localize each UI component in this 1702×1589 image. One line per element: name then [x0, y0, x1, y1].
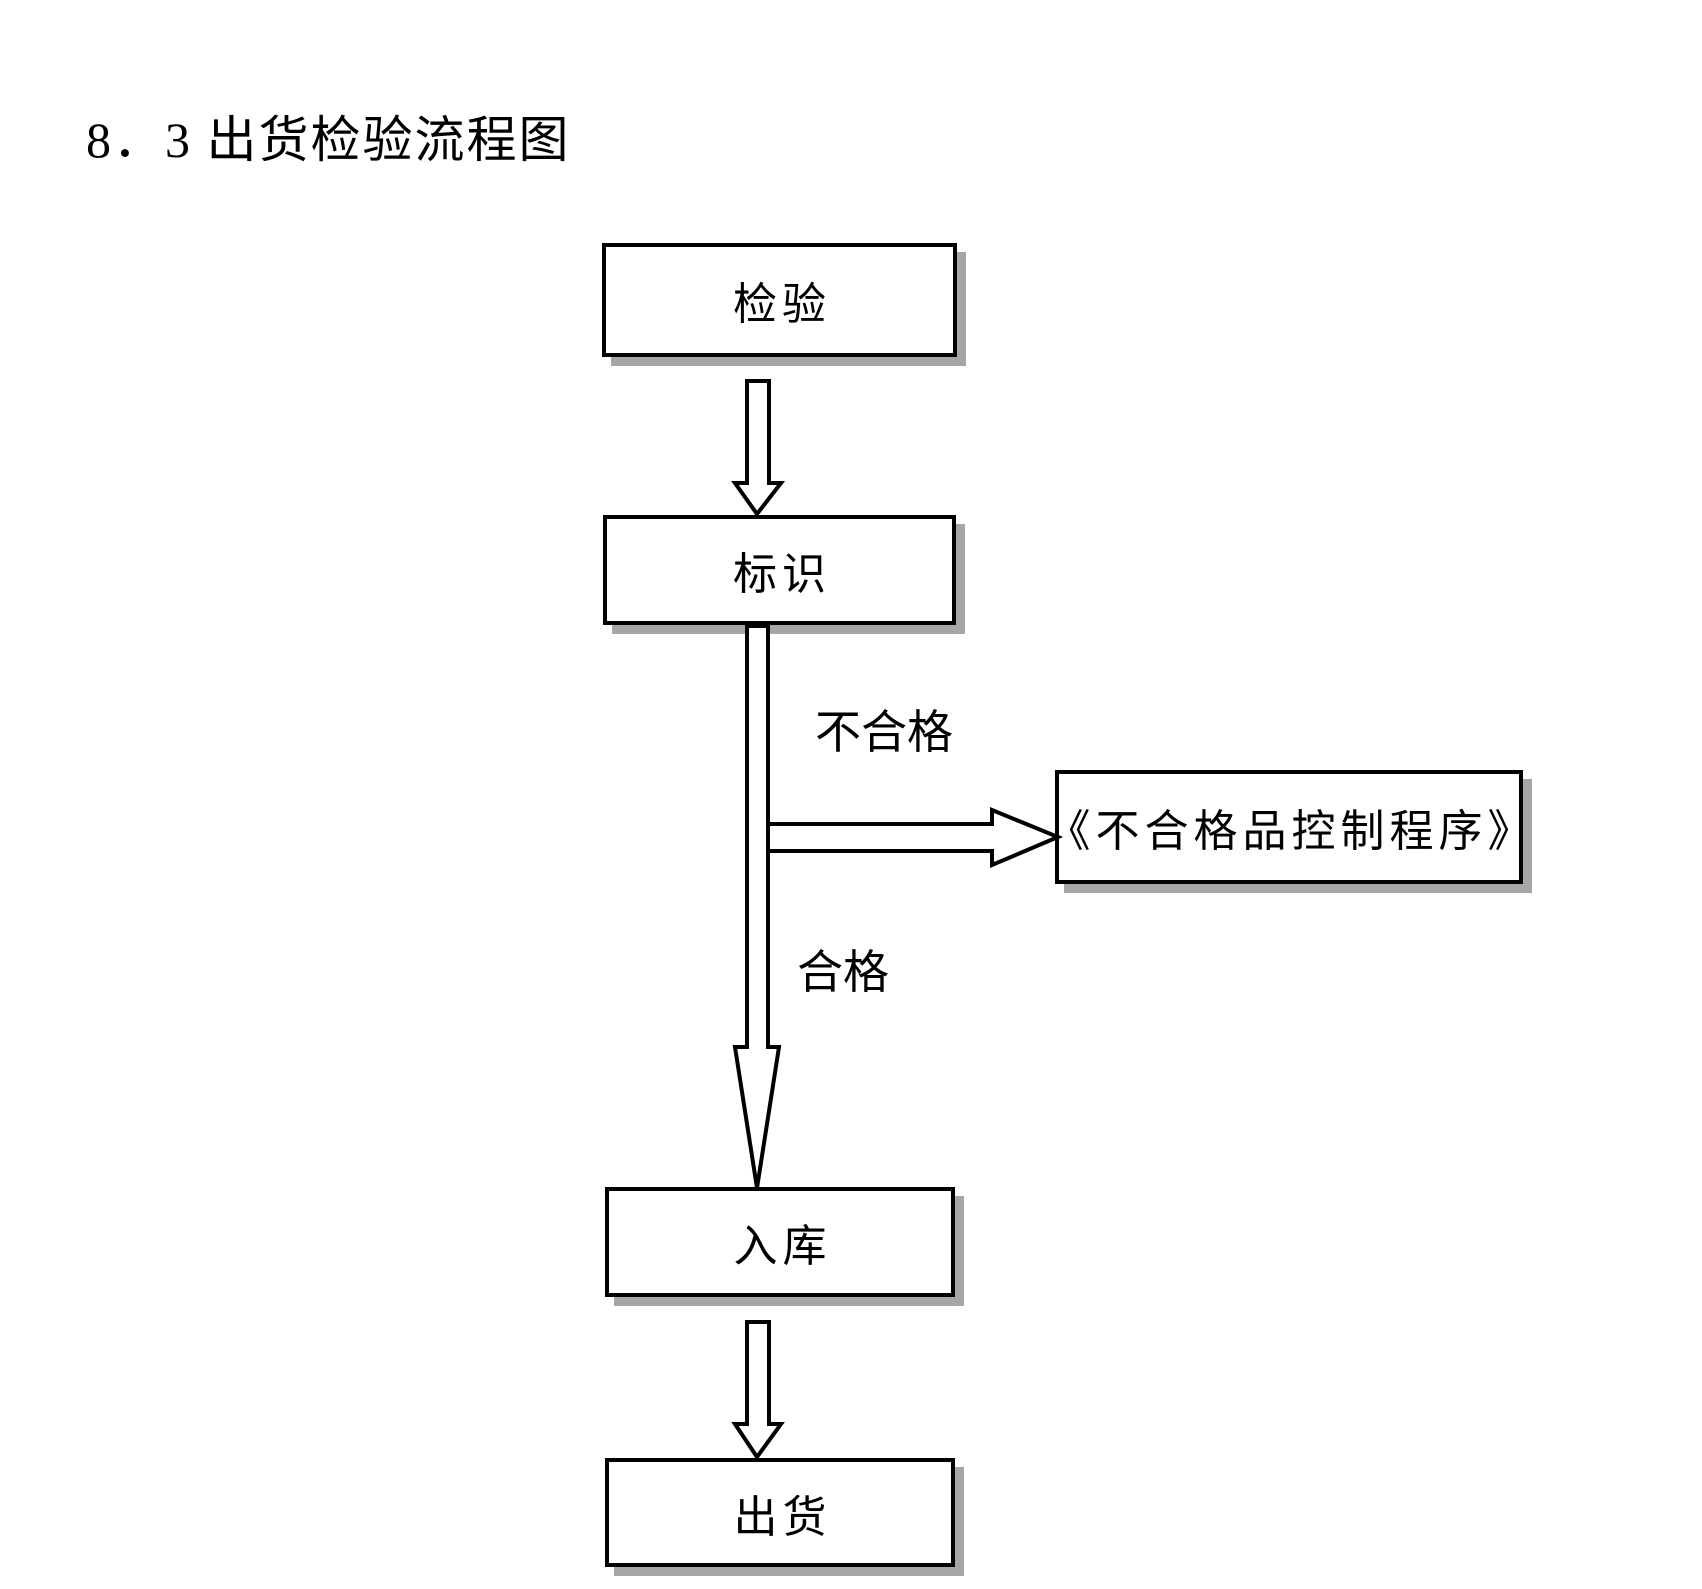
flow-node-warehousing-label: 入库 [733, 1222, 832, 1271]
flow-node-identification-label: 标识 [733, 550, 831, 599]
flow-node-shipment-label: 出货 [733, 1492, 832, 1542]
flow-node-ncr-procedure: 《不合格品控制程序》 [1047, 770, 1532, 884]
edge-label-fail: 不合格 [815, 707, 953, 758]
right-arrow-fail-branch-icon [766, 807, 1064, 869]
flow-node-warehousing: 入库 [605, 1187, 955, 1297]
page-title: 8．3 出货检验流程图 [86, 112, 571, 168]
flow-node-shipment: 出货 [605, 1458, 955, 1567]
flow-node-identification: 标识 [603, 515, 956, 625]
down-arrow-identification-to-warehousing-icon [732, 624, 782, 1189]
down-arrow-warehousing-to-shipment-icon [731, 1320, 785, 1461]
flow-node-inspection: 检验 [602, 243, 957, 357]
down-arrow-inspection-to-identification-icon [731, 379, 786, 518]
flow-node-ncr-procedure-label: 《不合格品控制程序》 [1046, 807, 1537, 856]
edge-label-pass: 合格 [797, 947, 889, 998]
flow-node-inspection-label: 检验 [733, 280, 831, 329]
